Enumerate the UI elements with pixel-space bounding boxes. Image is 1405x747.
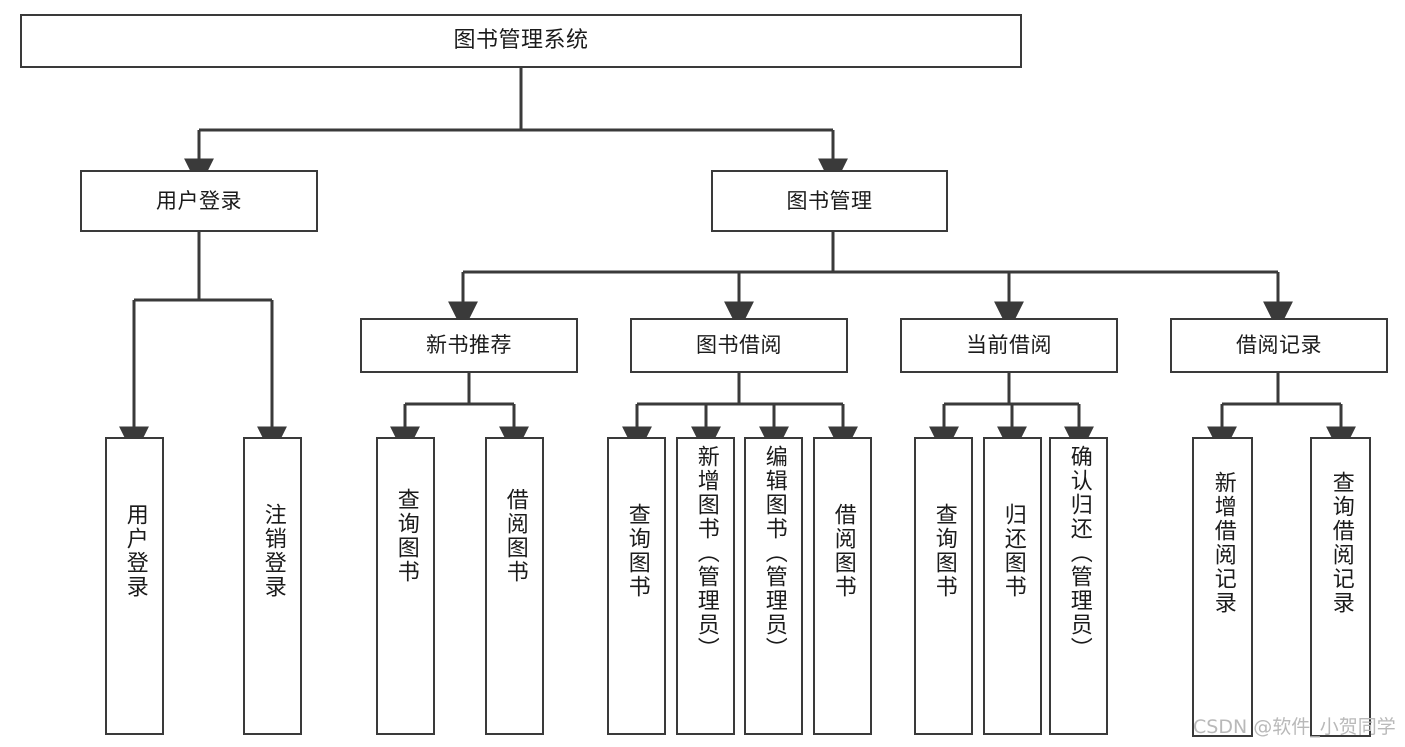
node-borrow-record[interactable]: 借阅记录 [1170, 318, 1388, 373]
node-label: 当前借阅 [966, 333, 1052, 358]
leaf-user-login[interactable]: 用户登录 [105, 437, 164, 735]
node-label: 借阅记录 [1236, 333, 1322, 358]
node-label: 新书推荐 [426, 333, 512, 358]
node-label: 注销登录 [260, 503, 286, 599]
leaf-query-book-recommend[interactable]: 查询图书 [376, 437, 435, 735]
leaf-borrow-book[interactable]: 借阅图书 [813, 437, 872, 735]
node-label: 编辑图书（管理员） [761, 445, 787, 661]
node-label: 用户登录 [156, 188, 242, 213]
node-label: 借阅图书 [502, 488, 528, 584]
leaf-logout-login[interactable]: 注销登录 [243, 437, 302, 735]
node-user-login[interactable]: 用户登录 [80, 170, 318, 232]
node-new-book-recommend[interactable]: 新书推荐 [360, 318, 578, 373]
leaf-query-book-current[interactable]: 查询图书 [914, 437, 973, 735]
node-label: 查询图书 [624, 503, 650, 599]
node-book-management-system[interactable]: 图书管理系统 [20, 14, 1022, 68]
node-label: 查询图书 [931, 503, 957, 599]
node-label: 用户登录 [122, 503, 148, 599]
leaf-edit-book-admin[interactable]: 编辑图书（管理员） [744, 437, 803, 735]
leaf-return-book[interactable]: 归还图书 [983, 437, 1042, 735]
leaf-borrow-book-recommend[interactable]: 借阅图书 [485, 437, 544, 735]
node-label: 图书管理系统 [453, 28, 589, 54]
node-book-borrow[interactable]: 图书借阅 [630, 318, 848, 373]
node-label: 归还图书 [1000, 503, 1026, 599]
node-label: 图书借阅 [696, 333, 782, 358]
leaf-add-book-admin[interactable]: 新增图书（管理员） [676, 437, 735, 735]
node-label: 查询图书 [393, 488, 419, 584]
leaf-add-borrow-record[interactable]: 新增借阅记录 [1192, 437, 1253, 737]
node-label: 新增借阅记录 [1210, 471, 1236, 615]
node-label: 新增图书（管理员） [693, 445, 719, 661]
leaf-confirm-return-admin[interactable]: 确认归还（管理员） [1049, 437, 1108, 735]
node-label: 借阅图书 [830, 503, 856, 599]
node-label: 确认归还（管理员） [1066, 445, 1092, 661]
node-label: 查询借阅记录 [1328, 471, 1354, 615]
leaf-query-book-borrow[interactable]: 查询图书 [607, 437, 666, 735]
node-book-management[interactable]: 图书管理 [711, 170, 948, 232]
leaf-query-borrow-record[interactable]: 查询借阅记录 [1310, 437, 1371, 737]
node-label: 图书管理 [786, 188, 873, 213]
node-current-borrow[interactable]: 当前借阅 [900, 318, 1118, 373]
